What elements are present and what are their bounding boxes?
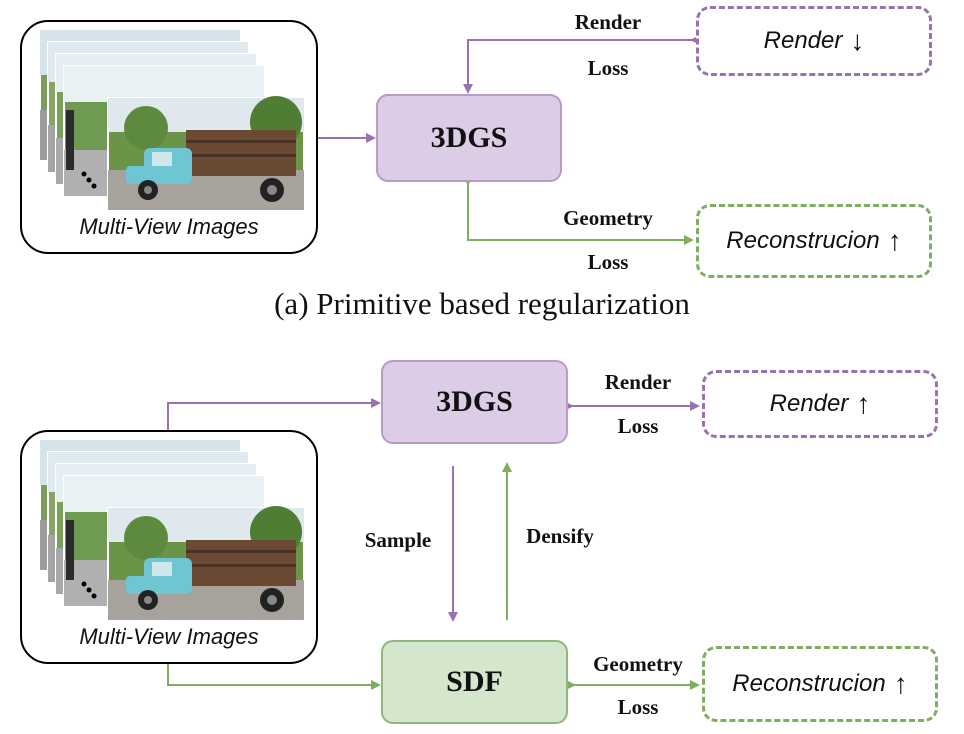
geometry-loss-label-line2-b: Loss <box>617 695 659 719</box>
multi-view-images-panel-b: Multi-View Images <box>20 430 318 664</box>
geometry-loss-label-line1-b: Geometry <box>593 652 683 676</box>
arrow-geometry-loss-a <box>463 176 694 245</box>
render-loss-label-line2: Loss <box>587 56 629 80</box>
output-reconstruction-label: Reconstrucion <box>726 227 880 254</box>
arrow-images-to-3dgs-b <box>167 398 381 430</box>
output-reconstruction-a: Reconstrucion ↑ <box>696 204 932 278</box>
sample-label: Sample <box>364 528 432 552</box>
arrow-up-icon: ↑ <box>893 668 908 699</box>
render-loss-label-line1-b: Render <box>604 370 672 394</box>
multi-view-images-panel-a: Multi-View Images <box>20 20 318 254</box>
images-caption: Multi-View Images <box>79 214 259 239</box>
output-reconstruction-label: Reconstrucion <box>732 670 886 697</box>
image-stack-illustration <box>39 440 305 621</box>
render-loss-label-line1: Render <box>574 10 642 34</box>
output-render-b: Render ↑ <box>702 370 938 438</box>
output-render-label: Render <box>769 390 849 417</box>
images-caption: Multi-View Images <box>79 624 259 649</box>
render-loss-label-line2-b: Loss <box>617 414 659 438</box>
arrow-down-icon: ↓ <box>850 25 865 56</box>
geometry-loss-label-line2: Loss <box>587 250 629 274</box>
arrow-render-loss-a <box>463 35 700 94</box>
output-reconstruction-b: Reconstrucion ↑ <box>702 646 938 722</box>
output-render-a: Render ↓ <box>696 6 932 76</box>
node-sdf: SDF <box>381 640 568 724</box>
arrow-images-to-sdf <box>167 664 381 690</box>
arrow-up-icon: ↑ <box>887 225 902 256</box>
image-stack-illustration <box>39 30 305 211</box>
node-3dgs: 3DGS <box>376 94 562 182</box>
caption-panel-a: (a) Primitive based regularization <box>274 286 690 321</box>
geometry-loss-label-line1: Geometry <box>563 206 653 230</box>
node-3dgs-b: 3DGS <box>381 360 568 444</box>
densify-label: Densify <box>526 524 594 548</box>
arrow-up-icon: ↑ <box>856 388 871 419</box>
output-render-label: Render <box>763 27 843 54</box>
